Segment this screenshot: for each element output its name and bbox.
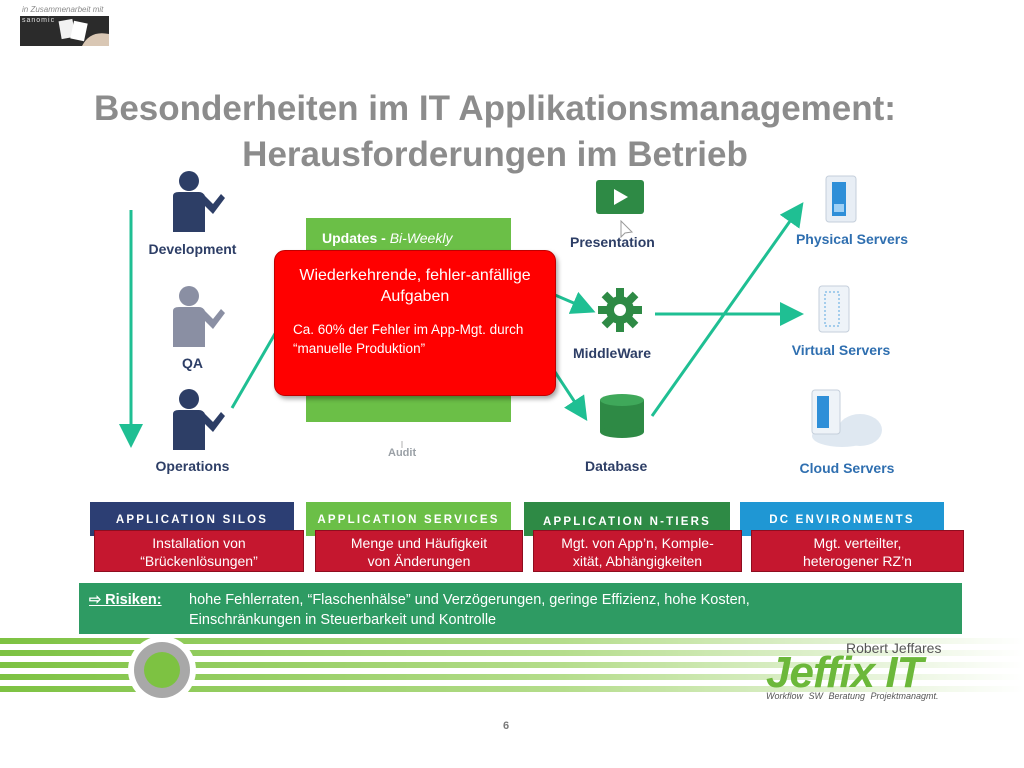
page-number: 6 — [503, 720, 510, 732]
physical-servers-label: Physical Servers — [795, 231, 909, 247]
development-label: Development — [148, 241, 237, 257]
cloud-servers-label: Cloud Servers — [799, 460, 895, 476]
qa-person-icon — [165, 285, 225, 347]
risk-text: hohe Fehlerraten, “Flaschenhälse” und Ve… — [189, 592, 750, 628]
database-label: Database — [585, 458, 648, 474]
virtual-servers-label: Virtual Servers — [791, 342, 891, 358]
callout-body: Ca. 60% der Fehler im App-Mgt. durch “ma… — [293, 322, 524, 356]
middleware-label: MiddleWare — [573, 345, 652, 361]
cursor-icon — [620, 219, 634, 245]
developer-person-icon — [165, 170, 225, 232]
cloud-server-icon — [806, 386, 884, 453]
risk-box: ⇨ Risiken: hohe Fehlerraten, “Flaschenhä… — [79, 583, 962, 634]
partner-logo — [20, 16, 109, 46]
presentation-icon — [596, 178, 646, 223]
jeffix-tagline: Workflow SW Beratung Projektmanagmt. — [766, 691, 939, 701]
note-ntiers: Mgt. von App’n, Komple-xität, Abhängigke… — [533, 530, 742, 572]
note-dc: Mgt. verteilter,heterogener RZ’n — [751, 530, 964, 572]
virtual-server-icon — [815, 284, 855, 341]
operations-label: Operations — [155, 458, 230, 474]
physical-server-icon — [824, 174, 860, 231]
qa-label: QA — [182, 355, 203, 371]
partner-caption: in Zusammenarbeit mit — [22, 5, 104, 14]
error-callout: Wiederkehrende, fehler-anfällige Aufgabe… — [274, 250, 556, 396]
callout-heading: Wiederkehrende, fehler-anfällige Aufgabe… — [299, 267, 531, 305]
operations-person-icon — [165, 388, 225, 450]
middleware-gear-icon — [596, 286, 644, 339]
audit-label: Audit — [388, 447, 417, 459]
database-icon — [598, 392, 646, 445]
presentation-label: Presentation — [570, 234, 655, 250]
updates-label: Updates - Bi-Weekly — [322, 230, 453, 246]
page-title: Besonderheiten im IT Applikationsmanagem… — [94, 89, 896, 174]
partner-logo-text: sanomic — [22, 17, 56, 24]
footer-stripes — [0, 636, 1024, 702]
author-name: Robert Jeffares — [846, 640, 942, 656]
note-silos: Installation von“Brückenlösungen” — [94, 530, 304, 572]
risk-label: ⇨ Risiken: — [89, 592, 162, 608]
jeffix-logo: Jeffix IT — [766, 648, 923, 697]
